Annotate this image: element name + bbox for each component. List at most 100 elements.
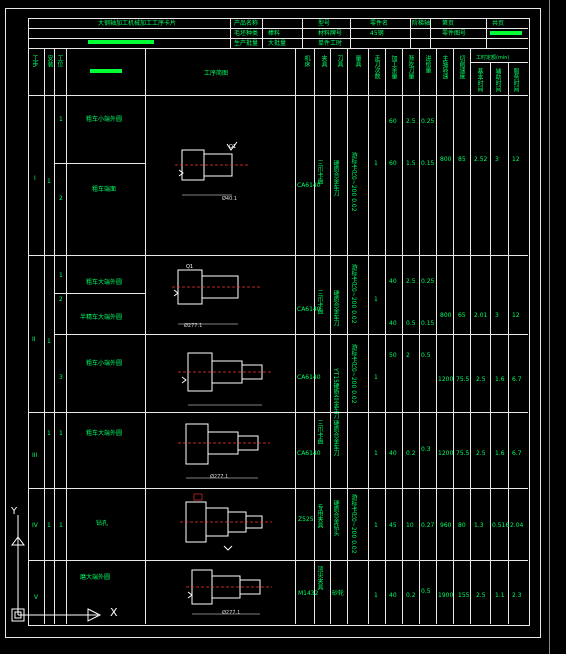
row-ii3-step: 粗车小端外圆 [86, 360, 123, 367]
row-i-machine: CA6140 [297, 182, 321, 189]
row-iii-tool: 硬质合金车刀 [332, 420, 339, 456]
row-i-allow2: 60 [389, 160, 397, 167]
row-i-install: 1 [47, 178, 51, 185]
sketch-i-label: Q1 [229, 144, 236, 150]
row-iv-allow: 45 [389, 522, 397, 529]
row-ii3-machine: CA6140 [297, 374, 321, 381]
col-position: 工位 [56, 55, 63, 67]
row-ii3-time-basic: 2.5 [476, 376, 486, 383]
row-ii-gauge: 游标卡尺0~200 0.02 [350, 264, 357, 324]
sketch-ii-label: Q1 [186, 264, 193, 270]
row-iii-time-service: 6.7 [512, 450, 522, 457]
row-iv-pos: 1 [59, 522, 63, 529]
row-i-step1: 粗车小端外圆 [86, 116, 123, 123]
col-speed: 主轴转速 [441, 55, 448, 79]
row-v-passes: 1 [374, 592, 378, 599]
hdr-total: 共页 [492, 20, 505, 27]
title-underline-bar [88, 40, 154, 44]
col-passes: 走刀次数 [373, 55, 380, 79]
row-ii3-passes: 1 [374, 374, 378, 381]
row-iii-depth: 0.2 [406, 450, 416, 457]
hdr-drawing-no: 零件图号 [442, 30, 467, 37]
op-II: II [32, 336, 36, 343]
sketch-i-dim: Ø40.1 [222, 196, 238, 202]
row-ii3-gauge: 游标卡尺0~200 0.02 [350, 344, 357, 404]
col-tool: 刀具 [336, 55, 343, 67]
row-ii3-velocity: 75.5 [456, 376, 470, 383]
row-i-depth2: 1.5 [406, 160, 416, 167]
row-iii-feed: 0.3 [421, 446, 431, 453]
row-i-time-service: 12 [512, 156, 520, 163]
row-ii3-time-service: 6.7 [512, 376, 522, 383]
row-ii-time-basic: 2.01 [474, 312, 488, 319]
row-iii-speed: 1200 [438, 450, 454, 457]
col-time-service: 服务时间 [512, 68, 519, 92]
row-v-fixture: 顶尖夹具 [316, 566, 323, 590]
row-i-allow1: 60 [389, 118, 397, 125]
hdr-part-name: 零件名 [370, 20, 389, 27]
row-ii-allow2: 40 [389, 320, 397, 327]
hdr-part-value: 阶梯轴 [412, 20, 431, 27]
hdr-product-name: 产品名称 [234, 20, 259, 27]
col-time-aux: 辅助时间 [494, 68, 501, 92]
row-ii-feed1: 0.25 [421, 278, 435, 285]
ucs-y-label: Y [11, 506, 18, 517]
row-iv-feed: 0.27 [421, 522, 435, 529]
row-iv-install: 1 [47, 522, 51, 529]
sketch-ii-dim: Ø277.1 [184, 323, 203, 329]
row-iv-tool: 硬质合金钻头 [332, 500, 339, 536]
row-i-passes: 1 [374, 160, 378, 167]
row-iv-depth: 10 [406, 522, 414, 529]
ucs-icon [11, 515, 102, 622]
card-title: 大钢轴加工机械加工工序卡片 [98, 20, 177, 27]
row-ii3-pos: 3 [59, 374, 63, 381]
hdr-model: 型号 [318, 20, 331, 27]
sketch-ii3 [178, 352, 273, 406]
sketch-iv [180, 493, 272, 551]
row-i-gauge: 游标卡尺0~200 0.02 [350, 152, 357, 212]
hdr-blank-type: 毛坯种类 [234, 30, 259, 37]
row-iii-install: 1 [47, 430, 51, 437]
row-v-time-service: 2.3 [512, 592, 522, 599]
hdr-batch-value: 大批量 [268, 40, 287, 47]
row-ii-velocity: 65 [458, 312, 466, 319]
row-ii3-feed: 0.5 [421, 352, 431, 359]
row-i-velocity: 85 [458, 156, 466, 163]
row-iii-fixture: 三爪卡盘 [316, 420, 323, 444]
row-iii-time-basic: 2.5 [476, 450, 486, 457]
row-v-step: 磨大端外圆 [80, 574, 111, 581]
row-v-time-aux: 1.1 [495, 592, 505, 599]
col-content-bar [90, 69, 122, 73]
row-ii-step2: 半精车大端外圆 [80, 314, 123, 321]
row-iv-passes: 1 [374, 522, 378, 529]
row-i-step2: 粗车端面 [92, 186, 117, 193]
hdr-batch: 生产批量 [234, 40, 259, 47]
col-install: 安装 [46, 55, 53, 67]
row-iii-passes: 1 [374, 450, 378, 457]
row-iv-gauge: 游标卡尺0~200 0.02 [350, 494, 357, 554]
sketch-iii-dim: Ø277.1 [210, 474, 229, 480]
row-i-time-aux: 3 [495, 156, 499, 163]
row-v-velocity: 155 [458, 592, 470, 599]
row-i-speed: 800 [440, 156, 452, 163]
ucs-x-label: X [110, 606, 118, 619]
row-v-depth: 0.2 [406, 592, 416, 599]
sketch-i: Q1 [175, 141, 250, 196]
row-ii-depth1: 2.5 [406, 278, 416, 285]
row-i-fixture: 三爪卡盘 [316, 160, 323, 184]
sketch-iii [178, 423, 270, 479]
row-ii3-tool: YT15硬质合金车刀 [332, 368, 339, 419]
row-ii3-allow: 50 [389, 352, 397, 359]
sketch-v [186, 569, 272, 615]
row-iii-machine: CA6140 [297, 450, 321, 457]
row-iv-time-aux: 0.516 [492, 522, 510, 529]
hdr-unit-time: 单件工时 [318, 40, 343, 47]
row-ii-machine: CA6140 [297, 306, 321, 313]
op-V: V [34, 594, 39, 601]
row-ii-step1: 粗车大端外圆 [86, 279, 123, 286]
row-ii-speed: 800 [440, 312, 452, 319]
col-time-group: 工时定额(min) [476, 55, 510, 61]
row-iii-pos: 1 [59, 430, 63, 437]
row-ii-time-service: 12 [512, 312, 520, 319]
row-ii-pos2: 2 [59, 296, 63, 303]
